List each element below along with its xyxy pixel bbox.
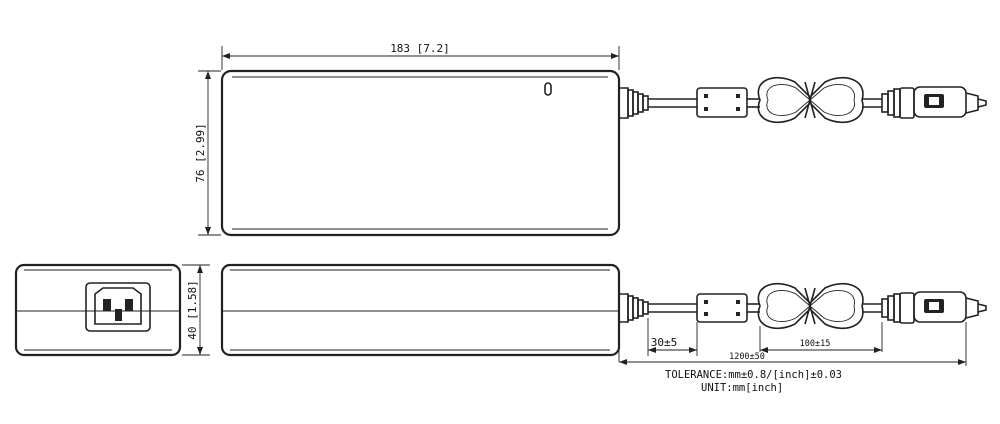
length-dimension-label: 183 [7.2] bbox=[390, 42, 450, 55]
adapter-body-end bbox=[14, 263, 182, 357]
ac-inlet-icon bbox=[85, 282, 151, 332]
notes: TOLERANCE:mm±0.8/[inch]±0.03 UNIT:mm[inc… bbox=[665, 369, 842, 394]
strain-relief-top bbox=[619, 87, 649, 119]
cable-length-dimension-label: 1200±50 bbox=[729, 352, 765, 362]
adapter-body-side bbox=[220, 263, 621, 357]
led-indicator-icon bbox=[544, 82, 552, 96]
strain-relief-side bbox=[619, 293, 649, 323]
tolerance-note: TOLERANCE:mm±0.8/[inch]±0.03 bbox=[665, 369, 842, 381]
strain-relief-dimension: 30±5 bbox=[618, 318, 698, 362]
cable-coil-top bbox=[757, 76, 864, 124]
cable-length-dimension: 1200±50 bbox=[619, 322, 967, 366]
height-dimension-label: 40 [1.58] bbox=[186, 280, 199, 340]
ferrite-bead-side bbox=[696, 293, 748, 323]
plug-lead-dimension: 100±15 bbox=[759, 322, 883, 353]
ferrite-bead-top bbox=[696, 87, 748, 118]
top-view: 183 [7.2] 76 [2.99] bbox=[194, 42, 987, 237]
plug-lead-dimension-label: 100±15 bbox=[800, 339, 831, 349]
strain-relief-dimension-label: 30±5 bbox=[651, 336, 678, 349]
end-view: 40 [1.58] bbox=[14, 263, 210, 357]
height-dimension: 40 [1.58] bbox=[182, 264, 210, 356]
adapter-body-top bbox=[220, 69, 621, 237]
din-plug-top bbox=[881, 86, 987, 119]
cable-coil-side bbox=[757, 282, 864, 330]
width-dimension-label: 76 [2.99] bbox=[194, 123, 207, 183]
width-dimension: 76 [2.99] bbox=[194, 70, 221, 236]
unit-note: UNIT:mm[inch] bbox=[701, 382, 783, 394]
length-dimension: 183 [7.2] bbox=[221, 42, 620, 70]
side-view: 30±5 100±15 1200±50 bbox=[220, 263, 987, 366]
din-plug-side bbox=[881, 291, 987, 324]
